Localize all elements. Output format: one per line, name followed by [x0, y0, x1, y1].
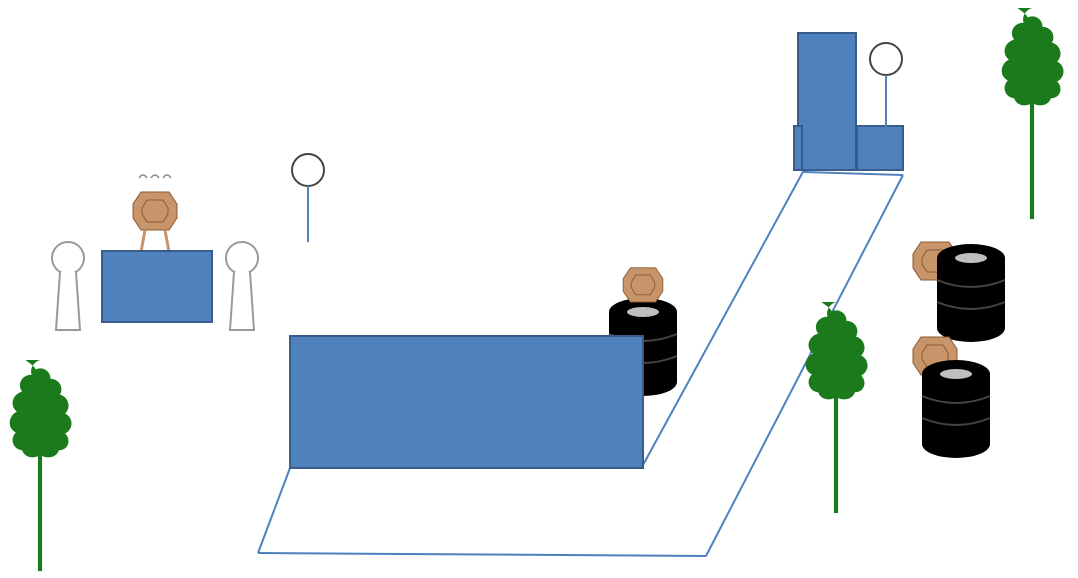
steel-plate-target-far: [869, 42, 903, 132]
shooting-track: [257, 169, 904, 557]
track-line-left-diagonal: [257, 467, 291, 554]
barricade-far-low-left: [793, 125, 803, 171]
tree-icon-top-right: [1001, 8, 1064, 220]
barricade-far-tall: [797, 32, 857, 171]
track-line-inner-diagonal: [642, 169, 805, 466]
popper-target-right: [225, 241, 259, 331]
tire-stack-right-upper: [936, 244, 1006, 342]
barricade-table-left: [101, 250, 213, 323]
popper-target-left: [51, 241, 85, 331]
tree-icon-right-middle: [805, 302, 868, 514]
barricade-far-low-right: [856, 125, 904, 171]
barricade-wall-main: [289, 335, 644, 469]
track-line-top: [803, 171, 904, 176]
cardboard-target-center: [622, 267, 664, 303]
target-array-left: [51, 174, 259, 331]
barricade-far: [793, 32, 904, 171]
steel-plate-target-mid: [291, 153, 325, 242]
track-line-bottom: [257, 552, 707, 557]
tire-stack-right-lower: [921, 360, 991, 458]
track-line-right-diagonal: [705, 174, 904, 557]
tree-icon-bottom-left: [9, 360, 72, 572]
cardboard-target-no-shoot: [132, 174, 178, 253]
